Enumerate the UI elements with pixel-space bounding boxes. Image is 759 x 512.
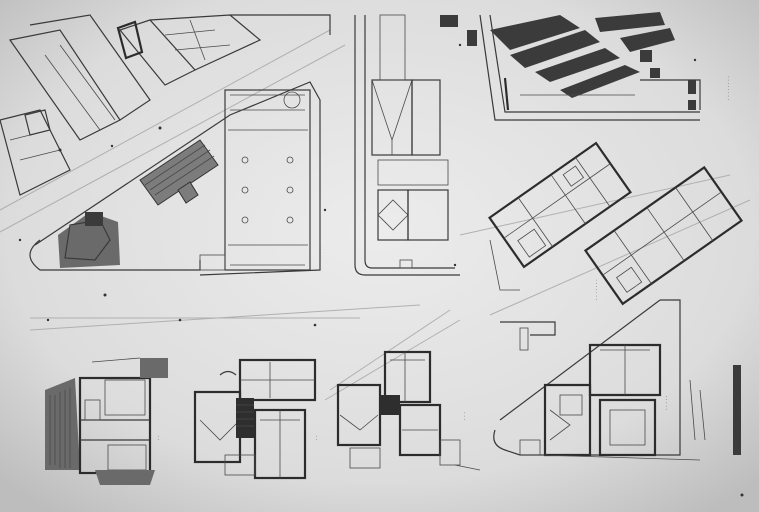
svg-text:· · · · · · ·: · · · · · · ·: [594, 279, 600, 300]
site-plan-northwest: [0, 14, 346, 233]
floor-plan-house-4: · · · · ·: [493, 299, 741, 461]
svg-text:· · · · ·: · · · · ·: [664, 395, 670, 410]
floor-plan-house-2: · ·: [193, 358, 320, 480]
svg-text:· ·: · ·: [314, 435, 320, 440]
site-plan-church-block: · · · · ·: [18, 81, 327, 297]
svg-text:· · · · · · · ·: · · · · · · · ·: [726, 76, 732, 100]
survey-markers: [453, 43, 744, 497]
floor-plan-house-1: · ·: [45, 357, 168, 485]
svg-text:· · ·: · · ·: [462, 412, 468, 420]
site-plan-terrace-northeast: · · · · · · · ·: [440, 12, 732, 121]
svg-text:· · · · ·: · · · · ·: [318, 245, 324, 260]
site-plan-north-street: [354, 14, 460, 276]
svg-text:· ·: · ·: [156, 435, 162, 440]
street-lines: [29, 304, 421, 331]
site-plan-twin-houses: · · · · · · ·: [459, 141, 751, 351]
floor-plan-house-3: · · ·: [324, 309, 481, 471]
